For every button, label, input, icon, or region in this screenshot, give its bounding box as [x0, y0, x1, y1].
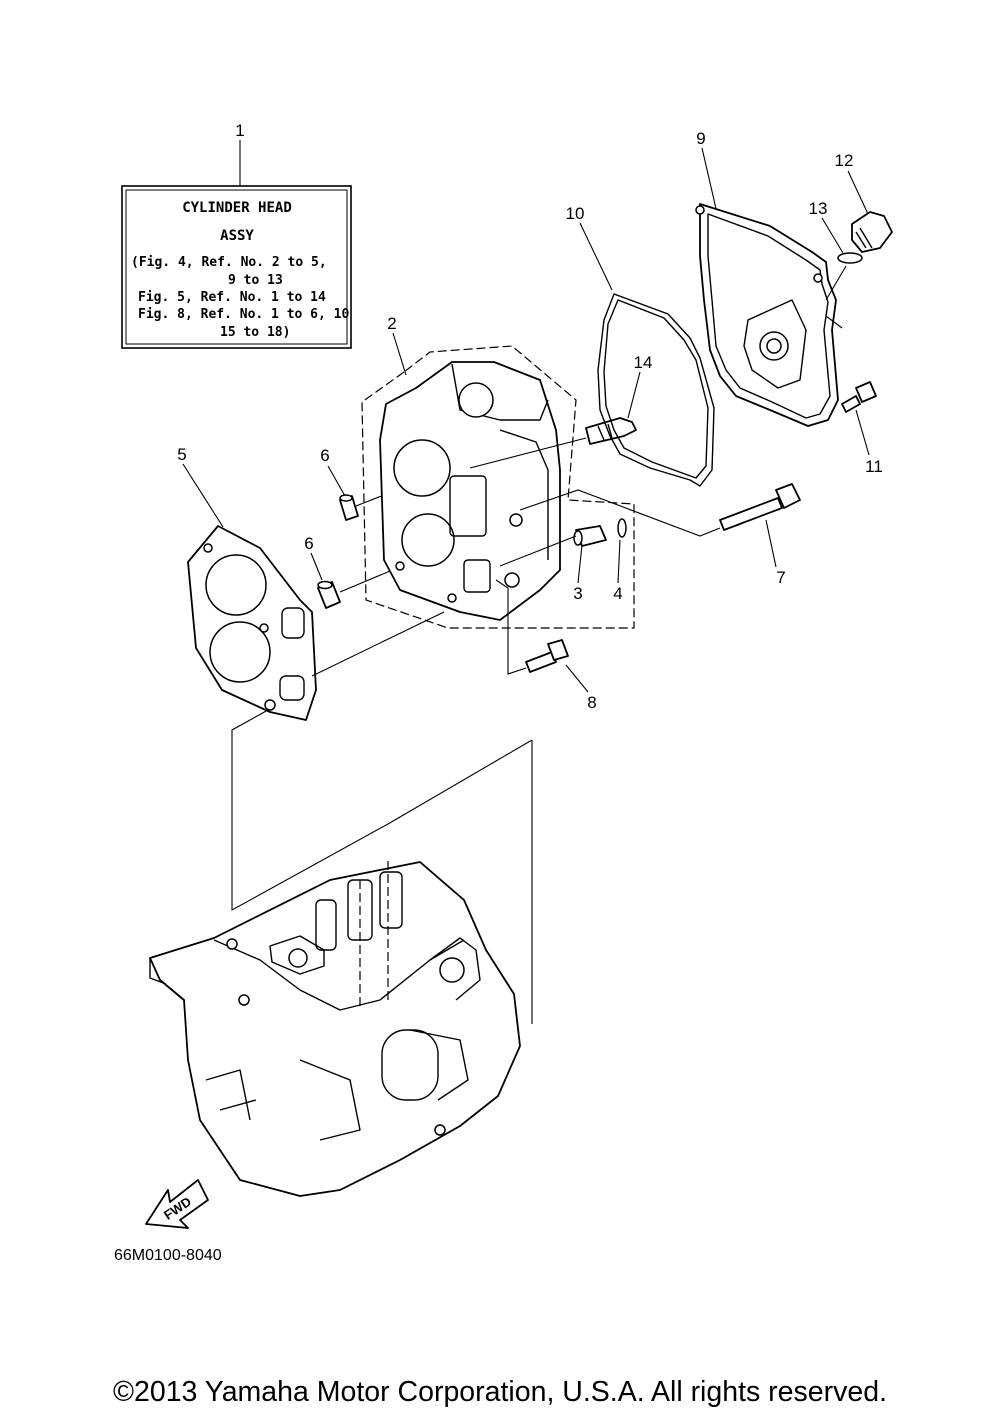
leader-lines [182, 147, 870, 693]
callout-line-1: (Fig. 4, Ref. No. 2 to 5, [131, 255, 327, 270]
callout-line-5: 15 to 18) [220, 325, 290, 340]
cooling-water-check-valve [573, 525, 607, 547]
forward-direction-arrow: FWD [145, 1179, 209, 1229]
ref-label-13: 13 [809, 199, 828, 218]
ref-label-11: 11 [865, 457, 883, 476]
dowel-pin-upper [339, 494, 359, 521]
cylinder-head [379, 361, 561, 621]
ref-label-14: 14 [634, 353, 653, 372]
dowel-pin-lower [317, 580, 341, 609]
ref-label-7: 7 [776, 568, 785, 587]
callout-line-4: Fig. 8, Ref. No. 1 to 6, 10 [138, 307, 349, 322]
assembly-line-left [231, 709, 389, 911]
oil-cap-o-ring [837, 252, 863, 264]
callout-line-3: Fig. 5, Ref. No. 1 to 14 [138, 290, 326, 305]
spark-plug [585, 417, 637, 445]
ref-label-2: 2 [387, 314, 396, 333]
head-gasket [187, 525, 317, 721]
o-ring [617, 518, 627, 538]
head-cover-gasket [597, 293, 715, 487]
cylinder-head-assy-callout: CYLINDER HEAD ASSY (Fig. 4, Ref. No. 2 t… [121, 185, 352, 349]
cylinder-head-bolt-long [719, 483, 801, 531]
assembly-line-right [387, 739, 533, 1024]
cover-bolt [841, 381, 877, 413]
ref-label-3: 3 [573, 584, 582, 603]
ref-label-12: 12 [835, 151, 854, 170]
ref-label-4: 4 [613, 584, 622, 603]
callout-title-line2: ASSY [220, 228, 254, 244]
ref-label-10: 10 [566, 204, 585, 223]
ref-label-6b: 6 [304, 534, 313, 553]
ref-label-6a: 6 [320, 446, 329, 465]
ref-label-5: 5 [177, 445, 186, 464]
oil-filler-cap [851, 211, 893, 253]
assembly-line-gasket [311, 611, 445, 677]
ref-label-1: 1 [235, 121, 244, 140]
cylinder-block [149, 860, 521, 1197]
ref-label-8: 8 [587, 693, 596, 712]
callout-line-2: 9 to 13 [228, 273, 283, 288]
ref-label-9: 9 [696, 129, 705, 148]
cylinder-head-dashed-outline [361, 345, 635, 629]
callout-title-line1: CYLINDER HEAD [182, 200, 292, 216]
cylinder-head-bolt-short [525, 639, 569, 673]
cylinder-head-cover [695, 203, 839, 427]
diagram-code: 66M0100-8040 [114, 1247, 222, 1264]
copyright-notice: ©2013 Yamaha Motor Corporation, U.S.A. A… [113, 1376, 887, 1408]
